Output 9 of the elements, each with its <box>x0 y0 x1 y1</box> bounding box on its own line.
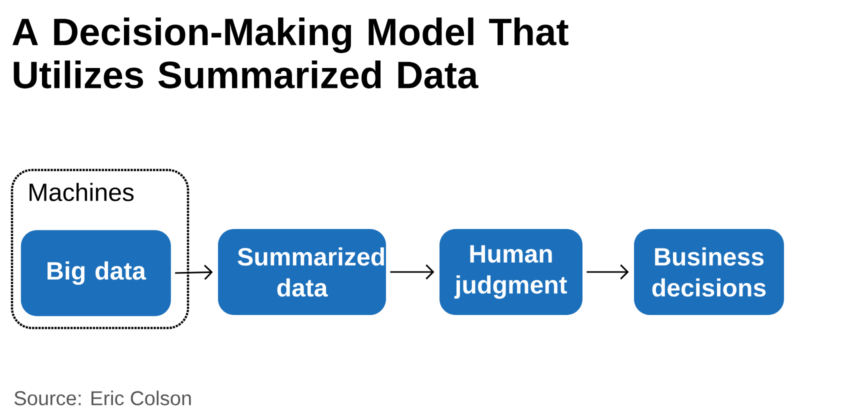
process-box: Big data <box>20 230 171 316</box>
title: A Decision-Making Model That Utilizes Summarized Data <box>12 18 568 88</box>
arrow <box>586 264 629 280</box>
arrow <box>175 264 213 280</box>
arrow <box>390 264 434 280</box>
process-box: Summarized data <box>218 229 386 315</box>
source-note: Source: Eric Colson <box>14 390 191 406</box>
process-box: Business decisions <box>634 229 784 315</box>
process-box: Human judgment <box>440 229 582 315</box>
